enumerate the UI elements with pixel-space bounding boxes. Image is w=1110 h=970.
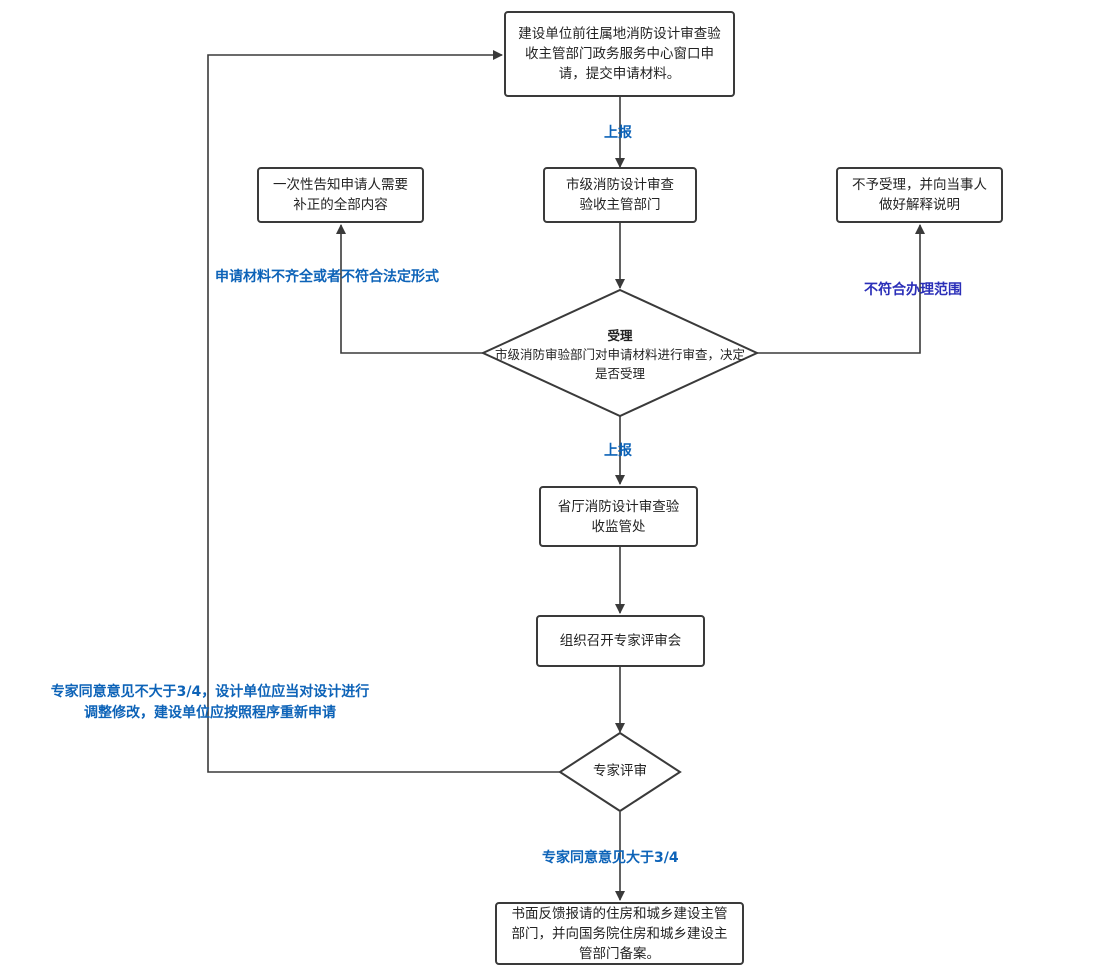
decision-review-text: 专家评审 xyxy=(593,763,647,779)
node-final-report: 书面反馈报请的住房和城乡建设主管部门，并向国务院住房和城乡建设主管部门备案。 xyxy=(495,902,744,965)
edge-accept-to-reject xyxy=(757,224,925,354)
decision-accept-desc: 市级消防审验部门对申请材料进行审查，决定是否受理 xyxy=(494,347,745,381)
edge-review-loop-to-apply xyxy=(207,50,560,773)
node-notify-supplement: 一次性告知申请人需要补正的全部内容 xyxy=(257,167,424,223)
edge-label-revise-line2: 调整修改，建设单位应按照程序重新申请 xyxy=(84,705,336,721)
node-province-office: 省厅消防设计审查验收监管处 xyxy=(539,486,698,547)
edge-label-report-1: 上报 xyxy=(604,125,632,141)
edge-label-approve: 专家同意意见大于3/4 xyxy=(542,850,679,866)
decision-review-shape xyxy=(558,731,682,813)
decision-accept-title: 受理 xyxy=(607,328,633,343)
decision-accept-text: 受理 市级消防审验部门对申请材料进行审查，决定是否受理 xyxy=(485,326,755,383)
edge-label-report-2: 上报 xyxy=(604,443,632,459)
node-reject-explain: 不予受理，并向当事人做好解释说明 xyxy=(836,167,1003,223)
edge-label-incomplete: 申请材料不齐全或者不符合法定形式 xyxy=(215,269,439,285)
decision-accept-shape xyxy=(480,288,760,418)
node-city-dept: 市级消防设计审查验收主管部门 xyxy=(543,167,697,223)
edge-accept-to-notify xyxy=(336,224,483,354)
node-expert-meeting: 组织召开专家评审会 xyxy=(536,615,705,667)
node-apply: 建设单位前往属地消防设计审查验收主管部门政务服务中心窗口申请，提交申请材料。 xyxy=(504,11,735,97)
edge-label-out-of-scope: 不符合办理范围 xyxy=(864,282,962,298)
edge-label-revise: 专家同意意见不大于3/4，设计单位应当对设计进行 调整修改，建设单位应按照程序重… xyxy=(20,682,400,724)
edge-label-revise-line1: 专家同意意见不大于3/4，设计单位应当对设计进行 xyxy=(50,684,370,700)
